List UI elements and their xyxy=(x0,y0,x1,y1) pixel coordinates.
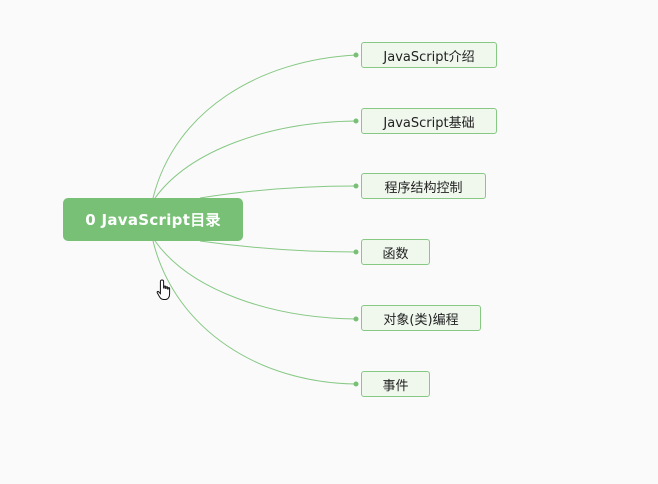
connector-dot-5 xyxy=(353,316,359,322)
topic-label: JavaScript介绍 xyxy=(383,49,475,65)
connector-events xyxy=(152,240,357,385)
connector-dot-3 xyxy=(353,183,359,189)
topic-label: 程序结构控制 xyxy=(384,180,463,196)
connector-dot-1 xyxy=(353,52,359,58)
topic-node-program-structure[interactable]: 程序结构控制 xyxy=(361,173,486,199)
topic-node-oop[interactable]: 对象(类)编程 xyxy=(361,305,481,331)
topic-node-functions[interactable]: 函数 xyxy=(361,239,430,265)
root-topic-node[interactable]: 0 JavaScript目录 xyxy=(63,198,243,241)
connector-javascript-basics xyxy=(154,120,357,199)
connector-program-structure xyxy=(199,185,357,199)
topic-label: 对象(类)编程 xyxy=(383,312,459,328)
topic-node-javascript-intro[interactable]: JavaScript介绍 xyxy=(361,42,497,68)
topic-label: 事件 xyxy=(382,378,409,394)
connector-dot-2 xyxy=(353,118,359,124)
hand-pointer-icon xyxy=(156,279,171,300)
connector-functions xyxy=(199,240,357,253)
root-topic-label: 0 JavaScript目录 xyxy=(85,211,221,229)
connector-javascript-intro xyxy=(152,54,357,199)
topic-node-events[interactable]: 事件 xyxy=(361,371,430,397)
connector-oop xyxy=(154,240,357,320)
connector-dot-4 xyxy=(353,249,359,255)
connector-dot-6 xyxy=(353,381,359,387)
topic-label: 函数 xyxy=(382,246,409,262)
topic-label: JavaScript基础 xyxy=(383,115,475,131)
topic-node-javascript-basics[interactable]: JavaScript基础 xyxy=(361,108,497,134)
